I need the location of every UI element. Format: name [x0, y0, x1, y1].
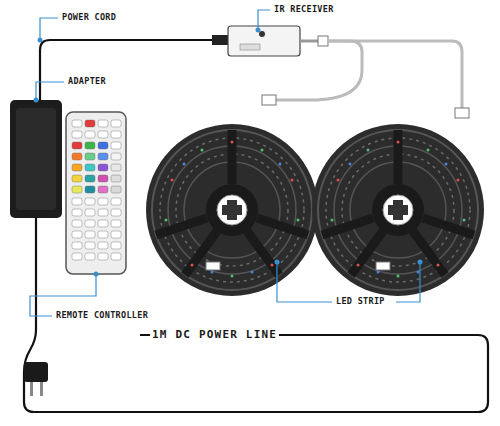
remote-button	[98, 220, 108, 227]
remote-button	[72, 131, 82, 138]
remote-button	[111, 153, 121, 160]
remote-button	[98, 198, 108, 205]
remote-button	[98, 153, 108, 160]
remote-button	[111, 175, 121, 182]
remote-button	[111, 242, 121, 249]
part-label: ADAPTER	[66, 76, 108, 87]
remote-button	[98, 142, 108, 149]
remote-button	[72, 242, 82, 249]
remote-button	[98, 164, 108, 171]
remote-button	[111, 220, 121, 227]
part-label: IR RECEIVER	[272, 4, 336, 15]
remote-button	[111, 164, 121, 171]
remote-button	[72, 142, 82, 149]
part-label: LED STRIP	[334, 296, 387, 307]
remote-button	[85, 198, 95, 205]
remote-button	[85, 142, 95, 149]
remote-button	[72, 209, 82, 216]
remote-button	[111, 253, 121, 260]
remote-button	[72, 175, 82, 182]
remote-button	[85, 175, 95, 182]
remote-button	[111, 186, 121, 193]
remote-button	[98, 131, 108, 138]
remote-button	[85, 253, 95, 260]
remote-button	[85, 242, 95, 249]
part-label: REMOTE CONTROLLER	[54, 310, 150, 321]
remote-button	[111, 120, 121, 127]
part-label: POWER CORD	[60, 12, 118, 23]
remote-button	[98, 209, 108, 216]
remote-button	[85, 220, 95, 227]
remote-button	[85, 131, 95, 138]
remote-button	[85, 186, 95, 193]
remote-button	[111, 131, 121, 138]
remote-button	[98, 175, 108, 182]
remote-button	[72, 220, 82, 227]
remote-button	[98, 242, 108, 249]
remote-button	[72, 186, 82, 193]
remote-button	[98, 253, 108, 260]
remote-button	[85, 209, 95, 216]
remote-button	[72, 164, 82, 171]
remote-button	[72, 198, 82, 205]
remote-button	[111, 198, 121, 205]
remote-button	[85, 153, 95, 160]
remote-button	[98, 186, 108, 193]
remote-button	[111, 209, 121, 216]
remote-button	[72, 120, 82, 127]
remote-button	[98, 231, 108, 238]
cable-label: 1M DC POWER LINE	[150, 328, 279, 342]
remote-button	[85, 164, 95, 171]
remote-button	[111, 231, 121, 238]
remote-button	[72, 253, 82, 260]
remote-button	[85, 231, 95, 238]
remote-button	[72, 231, 82, 238]
remote-button	[85, 120, 95, 127]
remote-button	[111, 142, 121, 149]
remote-button	[98, 120, 108, 127]
remote-button	[72, 153, 82, 160]
